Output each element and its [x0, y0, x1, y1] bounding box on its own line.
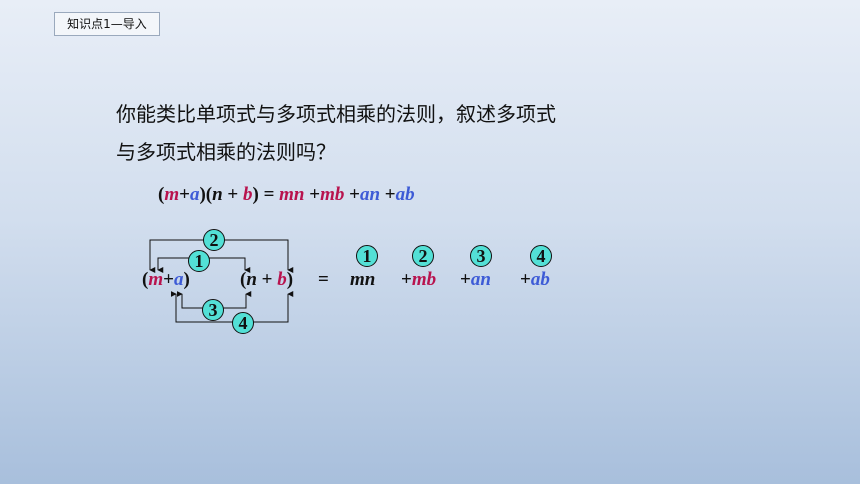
- plus-sign: +: [179, 184, 190, 205]
- question-line-1: 你能类比单项式与多项式相乘的法则，叙述多项式: [116, 102, 556, 126]
- marker-1-term: 1: [356, 245, 378, 267]
- var-n: n: [212, 184, 223, 205]
- term-mb: mb: [320, 184, 345, 205]
- plus-sign: +: [304, 184, 321, 205]
- term-ab: ab: [395, 184, 415, 205]
- expansion-formula: (m+a)(n + b) = mn +mb +an +ab: [158, 184, 415, 206]
- var-a: a: [173, 269, 184, 290]
- diagram-term-an: +an: [460, 269, 491, 290]
- diagram-equals: =: [318, 269, 329, 290]
- var-n: n: [246, 269, 257, 290]
- diagram-term-mn: mn: [350, 269, 376, 290]
- marker-2-connector: 2: [203, 229, 225, 251]
- marker-2-term: 2: [412, 245, 434, 267]
- section-tag: 知识点1—导入: [54, 12, 160, 36]
- diagram-term-ab: +ab: [520, 269, 550, 290]
- var-b: b: [277, 269, 287, 290]
- marker-4-term: 4: [530, 245, 552, 267]
- paren: (: [158, 184, 165, 205]
- paren: ): [252, 184, 259, 205]
- marker-1-connector: 1: [188, 250, 210, 272]
- question-line-2: 与多项式相乘的法则吗？: [116, 140, 336, 164]
- plus-sign: +: [380, 184, 396, 205]
- marker-4-connector: 4: [232, 312, 254, 334]
- marker-3-connector: 3: [202, 299, 224, 321]
- var-a: a: [189, 184, 200, 205]
- paren: (: [205, 184, 213, 205]
- diagram-term-mb: +mb: [401, 269, 437, 290]
- var-m: m: [148, 269, 164, 290]
- diagram-right-factor: (n + b): [240, 269, 294, 290]
- plus-sign: +: [222, 184, 243, 205]
- marker-3-term: 3: [470, 245, 492, 267]
- var-m: m: [164, 184, 180, 205]
- term-mn: mn: [279, 184, 305, 205]
- paren: ): [199, 184, 206, 205]
- term-an: an: [359, 184, 381, 205]
- equals-sign: =: [258, 184, 280, 205]
- var-b: b: [243, 184, 253, 205]
- diagram-left-factor: (m+a): [142, 269, 190, 290]
- plus-sign: +: [344, 184, 360, 205]
